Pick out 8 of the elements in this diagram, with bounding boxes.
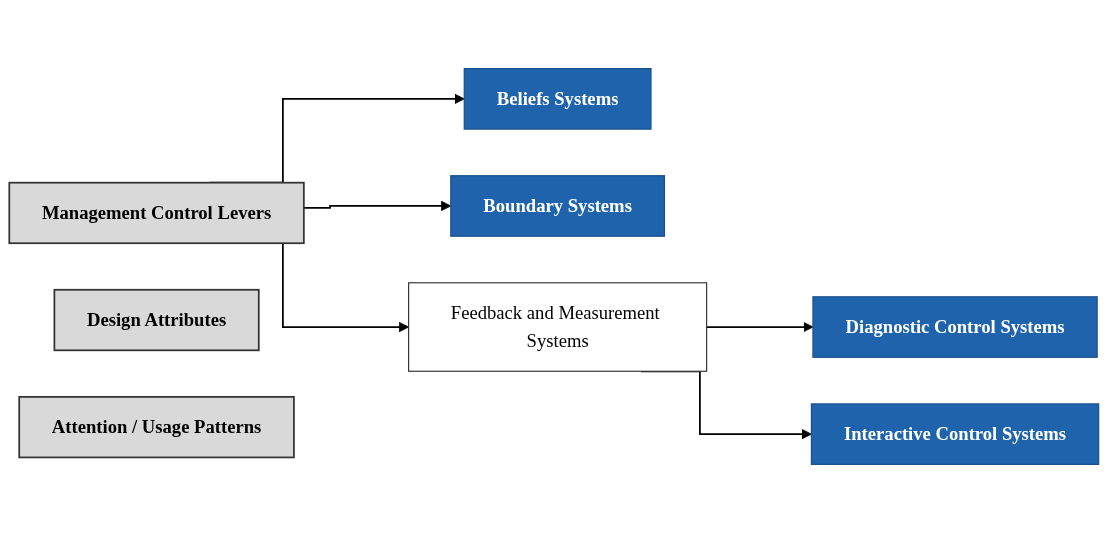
node-box: Feedback and Measurement Systems <box>408 282 708 372</box>
node-box: Management Control Levers <box>8 181 305 245</box>
node-box: Boundary Systems <box>450 175 666 237</box>
node-box: Attention / Usage Patterns <box>18 396 295 459</box>
node-box: Interactive Control Systems <box>810 403 1100 465</box>
node-box: Diagnostic Control Systems <box>812 296 1098 358</box>
node-box: Design Attributes <box>53 288 260 352</box>
node-box: Beliefs Systems <box>463 68 652 130</box>
